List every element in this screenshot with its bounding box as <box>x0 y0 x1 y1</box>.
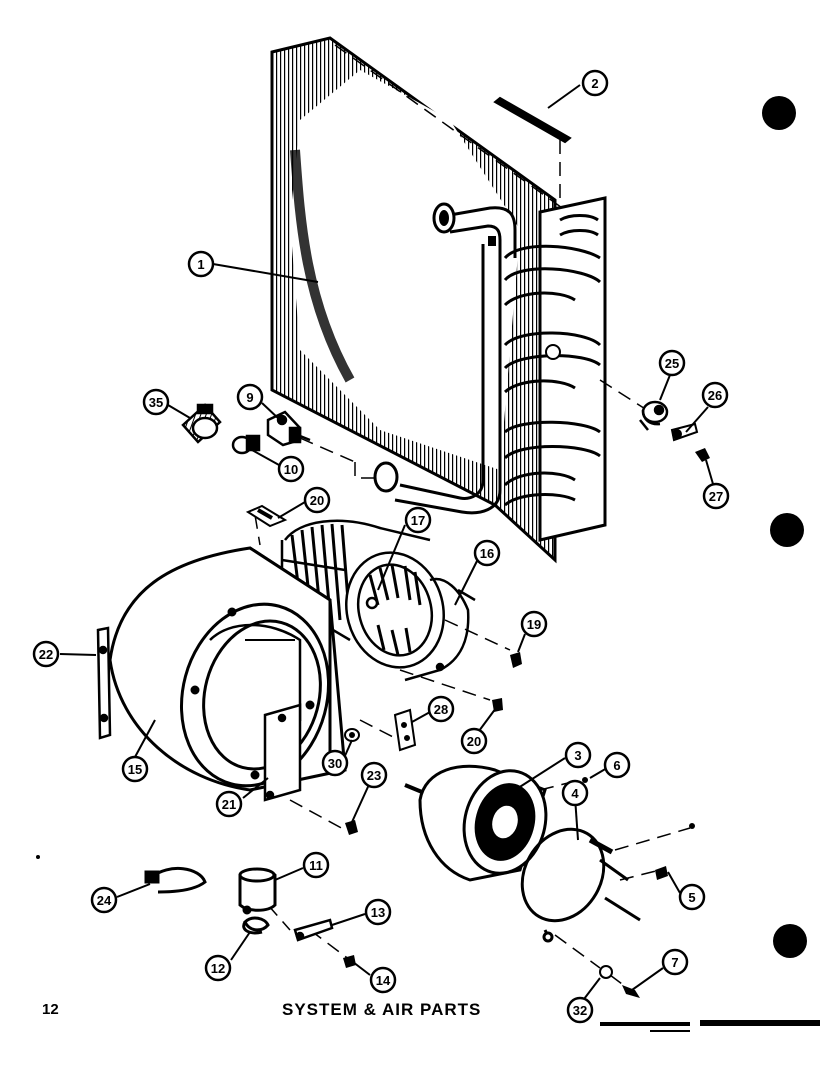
part-6-screw <box>582 777 588 783</box>
callout-2: 2 <box>591 76 598 91</box>
callout-15: 15 <box>128 762 142 777</box>
part-21-bracket <box>263 703 302 802</box>
part-9-valve <box>266 410 311 447</box>
callout-24: 24 <box>97 893 112 908</box>
callout-13: 13 <box>371 905 385 920</box>
callout-14: 14 <box>376 973 391 988</box>
callout-21: 21 <box>222 797 236 812</box>
part-35-connector <box>181 403 222 444</box>
callout-7: 7 <box>671 955 678 970</box>
part-12-clip <box>242 916 270 935</box>
callout-5: 5 <box>688 890 695 905</box>
callout-27: 27 <box>709 489 723 504</box>
part-28-gasket <box>393 708 417 752</box>
callout-circles <box>32 69 730 1024</box>
part-20-bracket-upper <box>245 504 288 528</box>
callout-9: 9 <box>246 390 253 405</box>
evaporator-coil <box>270 36 607 564</box>
callout-16: 16 <box>480 546 494 561</box>
callout-1: 1 <box>197 257 204 272</box>
part-25-bushing <box>639 400 669 431</box>
part-11-capacitor <box>238 867 277 915</box>
part-14-screw <box>343 955 356 968</box>
part-2-strip <box>493 96 572 144</box>
part-17-blower-wheel <box>280 519 445 669</box>
callout-35: 35 <box>149 395 163 410</box>
callout-11: 11 <box>309 858 323 873</box>
scan-noise <box>36 855 820 1032</box>
callout-30: 30 <box>328 756 342 771</box>
part-3-motor <box>404 764 548 882</box>
part-32-washer <box>599 965 613 979</box>
part-7-screw <box>622 985 640 998</box>
page-number: 12 <box>42 1001 59 1018</box>
page-title: SYSTEM & AIR PARTS <box>282 1000 481 1019</box>
part-5-screw <box>655 866 668 880</box>
callout-32: 32 <box>573 1003 587 1018</box>
callout-4: 4 <box>571 786 579 801</box>
part-27-screw <box>695 448 710 462</box>
callout-20-lower: 20 <box>467 734 481 749</box>
binder-hole-middle <box>770 513 804 547</box>
part-13-bracket <box>293 918 334 942</box>
callout-numbers: 1 2 3 4 5 6 7 9 10 11 12 13 14 15 16 17 … <box>39 76 723 1018</box>
callout-10: 10 <box>284 462 298 477</box>
callout-19: 19 <box>527 617 541 632</box>
binder-hole-top <box>762 96 796 130</box>
callout-6: 6 <box>613 758 620 773</box>
part-4-mounting-band <box>520 827 641 943</box>
callout-3: 3 <box>574 748 581 763</box>
part-26-clip <box>670 422 699 442</box>
callout-17: 17 <box>411 513 425 528</box>
callout-22: 22 <box>39 647 53 662</box>
part-5-screw-tip <box>689 823 695 829</box>
callout-28: 28 <box>434 702 448 717</box>
callout-25: 25 <box>665 356 679 371</box>
callout-26: 26 <box>708 388 722 403</box>
callout-23: 23 <box>367 768 381 783</box>
part-10-fitting <box>231 434 261 455</box>
part-19-screw <box>510 652 522 668</box>
part-23-screw <box>345 820 358 835</box>
callout-12: 12 <box>211 961 225 976</box>
part-30-nut <box>344 728 360 742</box>
part-22-flange <box>96 626 112 740</box>
callout-20-upper: 20 <box>310 493 324 508</box>
part-24-strap <box>144 866 207 894</box>
binder-hole-bottom <box>773 924 807 958</box>
